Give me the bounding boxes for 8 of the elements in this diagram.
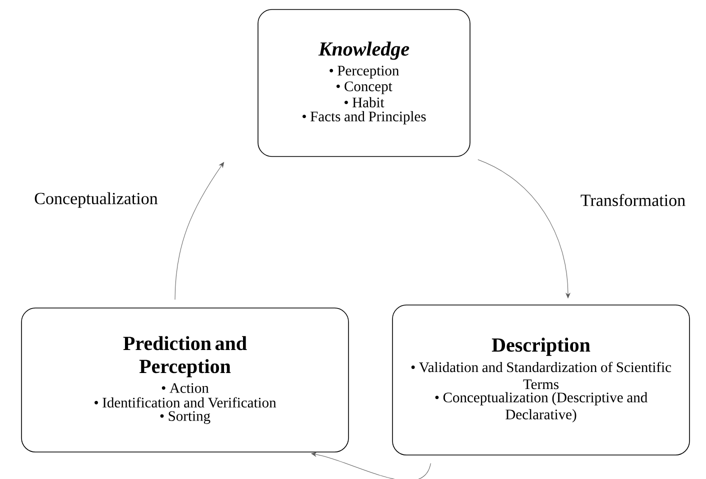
rounded-box: Knowledge • Perception • Concept • Habit • Facts and Principles	[258, 9, 470, 157]
rounded-box: Description • Validation and Standardization of Scientific Terms • Conceptualization (Descriptive and Declarative)	[392, 304, 690, 456]
edge-label: Conceptualization	[34, 192, 158, 208]
curved-arrow	[174, 162, 224, 300]
curved-arrow	[478, 159, 570, 298]
edge-label: Transformation	[580, 194, 686, 206]
curved-arrow	[311, 452, 431, 479]
rounded-box: Prediction and Perception • Action • Identification and Verification • Sorting	[21, 308, 349, 452]
